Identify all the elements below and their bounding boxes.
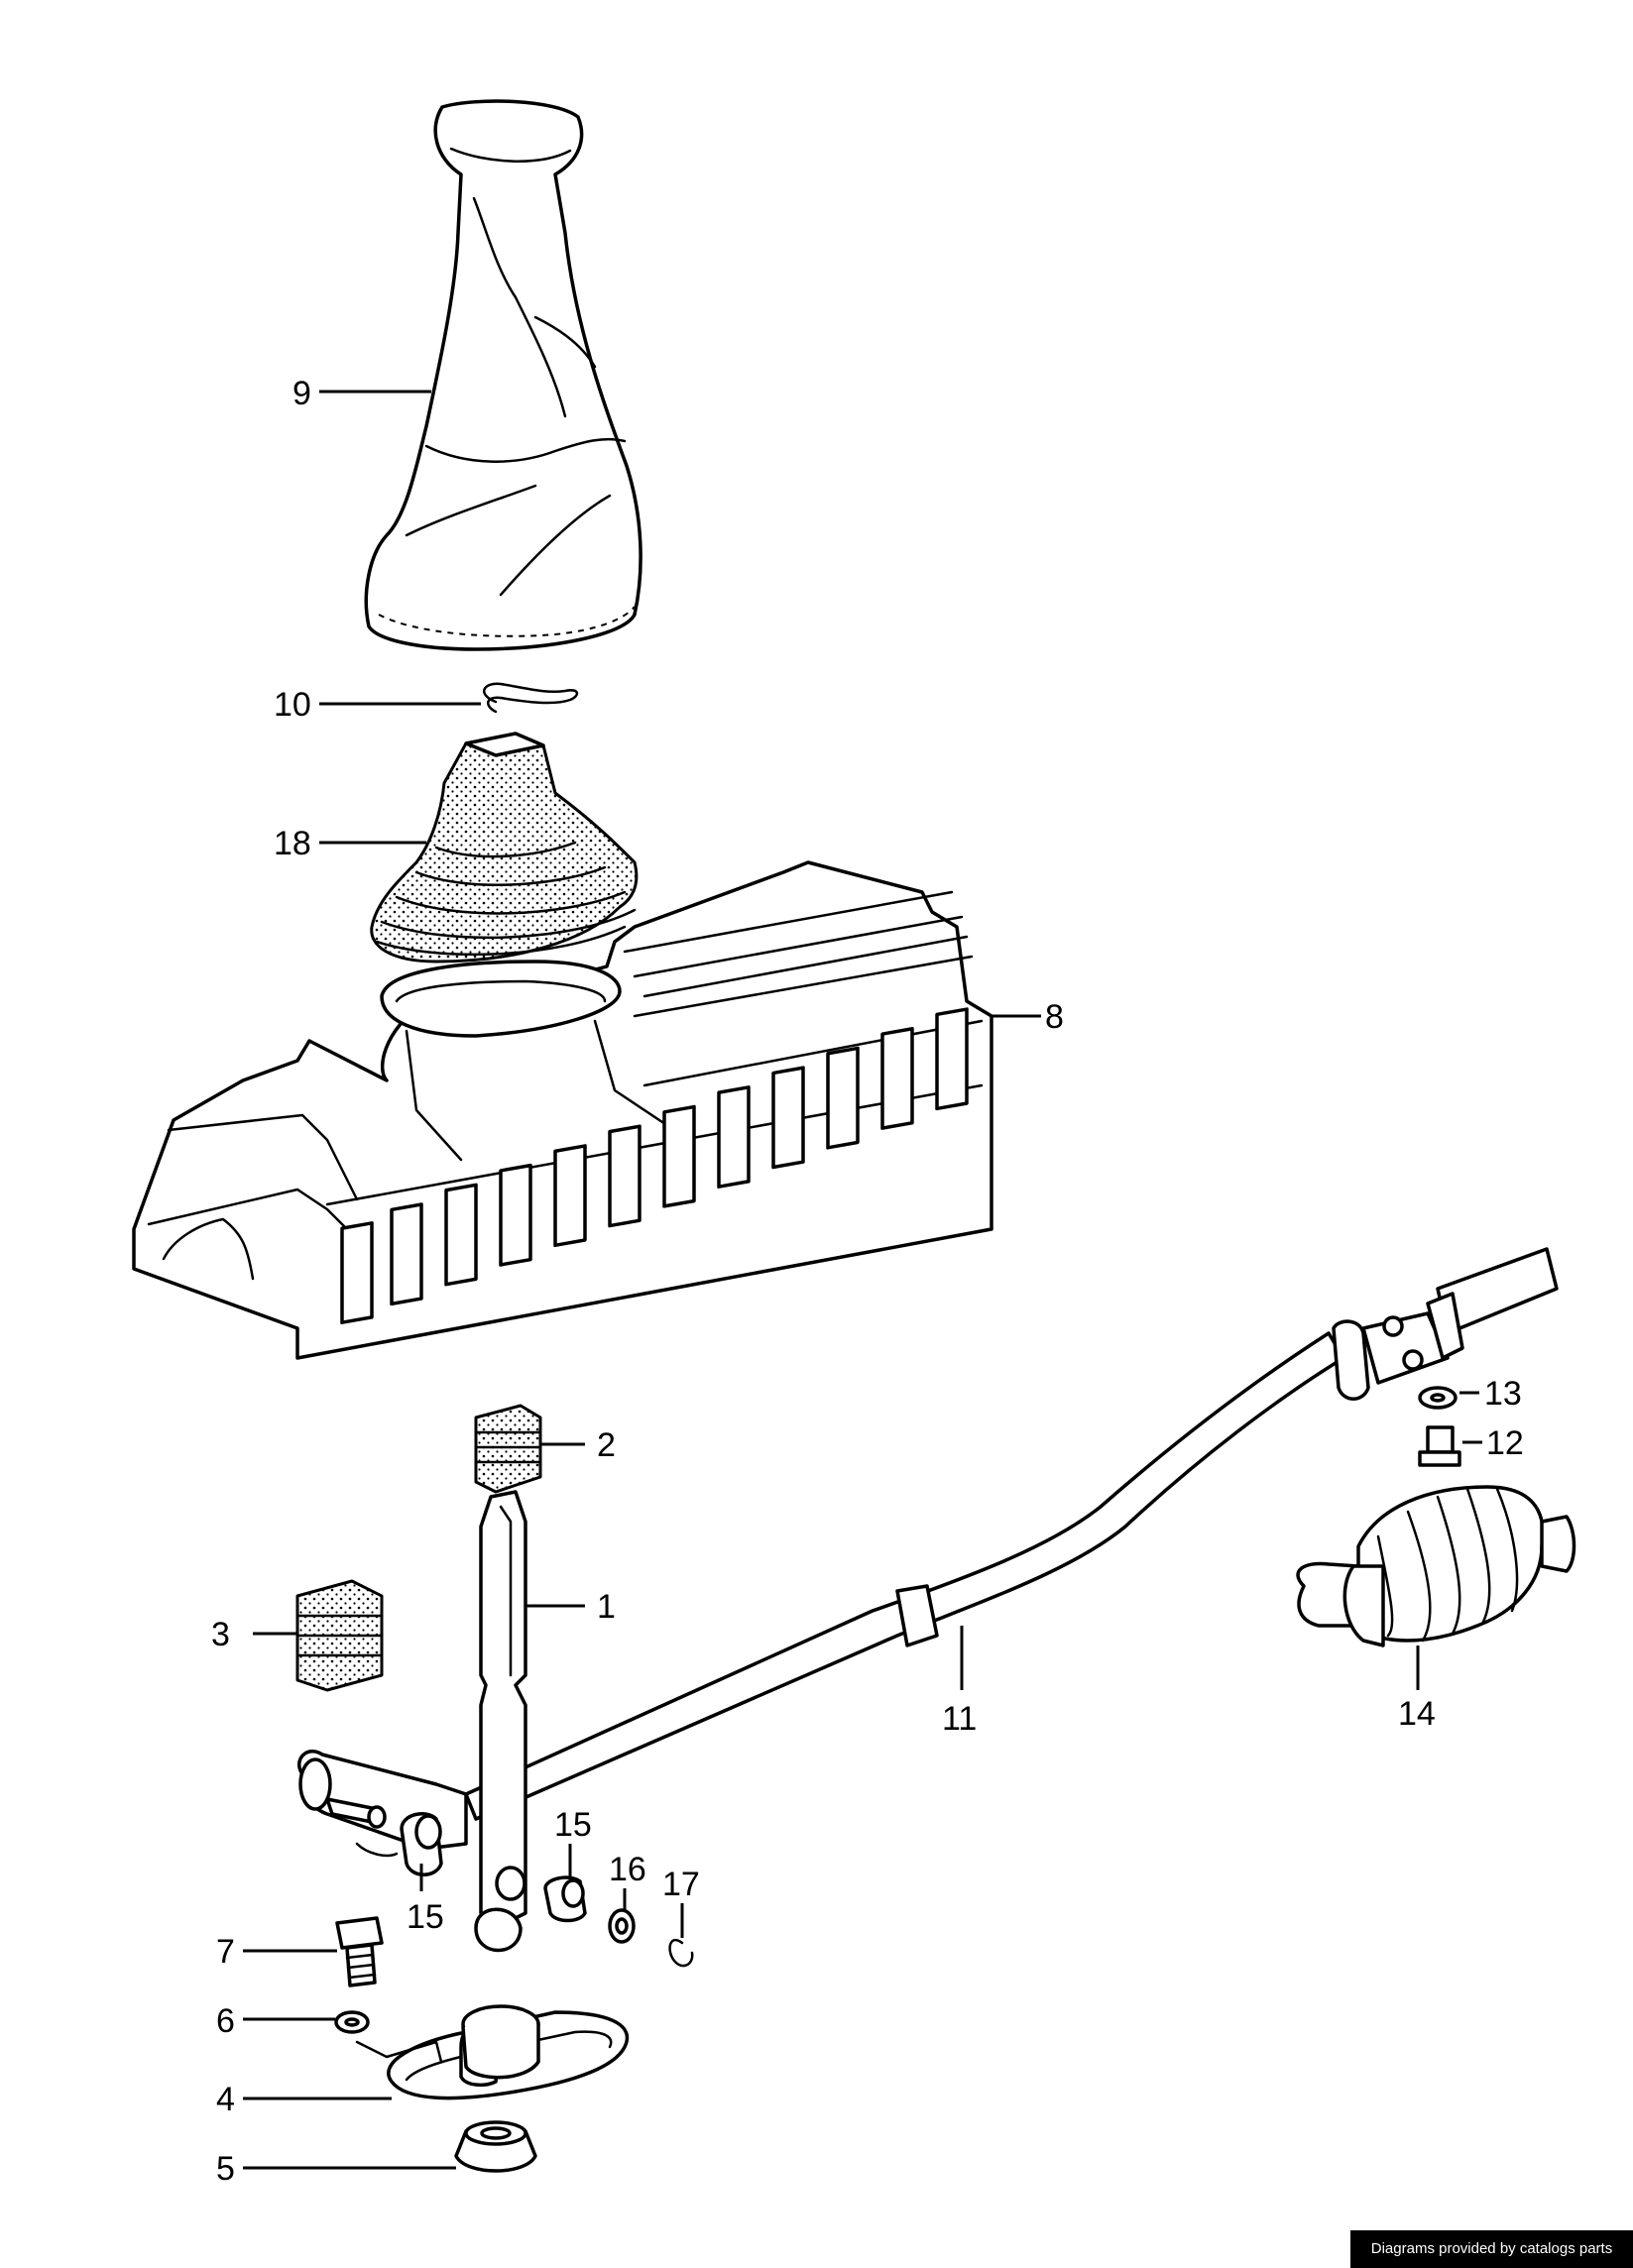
callout-10: 10 [274,686,311,724]
callout-5: 5 [216,2150,235,2188]
callout-9: 9 [292,375,311,412]
wire-clip-part-10 [483,682,579,714]
shift-lever-part-1 [474,1490,527,1953]
callout-11: 11 [942,1700,977,1738]
console-slots [340,1007,969,1324]
leader-lines [243,390,1482,2170]
washer-part-6 [334,2010,370,2034]
callout-18: 18 [274,825,311,862]
credit-footer: Diagrams provided by catalogs parts [1350,2230,1633,2268]
pad-part-2 [474,1404,542,1494]
callout-3: 3 [211,1616,230,1653]
callout-16: 16 [609,1851,646,1888]
callout-4: 4 [216,2081,235,2118]
shift-rod-part-11 [464,1247,1559,1821]
bolt-part-7 [335,1916,384,1987]
circlip-part-17 [668,1938,694,1968]
callout-1: 1 [597,1588,616,1626]
shift-boot-part-9 [364,99,642,651]
washer-part-16 [608,1908,636,1944]
mounting-plate-part-4 [355,2004,630,2100]
callout-labels: 9 10 18 8 2 1 3 11 13 12 14 15 15 16 17 … [211,375,1524,2188]
callout-7: 7 [216,1933,235,1971]
callout-17: 17 [662,1866,700,1903]
callout-13: 13 [1484,1375,1522,1413]
bushing-part-15-right [543,1875,587,1923]
washer-part-13 [1418,1386,1458,1410]
callout-14: 14 [1398,1695,1436,1733]
console-cover-part-8 [132,860,993,1360]
bushing-part-15-left [400,1812,443,1876]
pad-part-3 [295,1579,384,1692]
rubber-cap-part-5 [454,2120,537,2173]
pivot-bracket [297,1750,468,1858]
coupling-boot-part-14 [1296,1485,1576,1647]
callout-8: 8 [1045,998,1064,1036]
rubber-gaiter-part-18 [370,732,639,964]
callout-12: 12 [1486,1424,1524,1462]
callout-15-left: 15 [407,1898,444,1936]
callout-15-right: 15 [554,1806,592,1844]
callout-2: 2 [597,1426,616,1464]
bolt-part-12 [1418,1425,1461,1467]
callout-6: 6 [216,2002,235,2040]
